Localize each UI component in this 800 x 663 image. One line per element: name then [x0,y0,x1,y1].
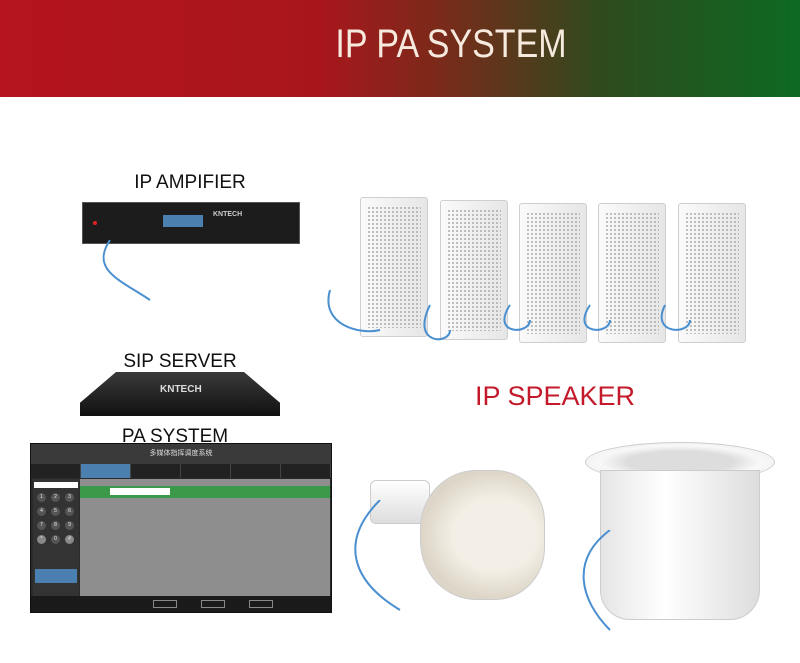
key-3: 3 [65,493,74,502]
dial-pad: 1 2 3 4 5 6 7 8 9 * 0 # [33,479,79,596]
sip-server-image: KNTECH [80,372,280,416]
screen-main [80,479,330,596]
key-5: 5 [51,507,60,516]
amplifier-label: IP AMPIFIER [134,172,246,193]
key-0: 0 [51,535,60,544]
key-2: 2 [51,493,60,502]
screen-title: 多媒体指挥调度系统 [149,450,213,457]
ceiling-cable [582,530,611,631]
column-speaker-1 [360,197,428,337]
key-7: 7 [37,521,46,530]
sip-server-label: SIP SERVER [123,351,237,372]
screen-tabs [31,464,331,478]
horn-speaker-image [420,470,545,600]
ceiling-speaker-can [600,470,760,620]
column-speaker-5 [678,203,746,343]
column-speaker-4 [598,203,666,343]
horn-cable [354,500,401,611]
key-8: 8 [51,521,60,530]
key-9: 9 [65,521,74,530]
column-speaker-2 [440,200,508,340]
pa-system-label: PA SYSTEM [121,426,229,447]
column-speaker-3 [519,203,587,343]
key-1: 1 [37,493,46,502]
banner-title: IP PA SYSTEM [335,22,567,66]
ip-speaker-label: IP SPEAKER [474,381,636,411]
amplifier-cable [102,240,151,301]
key-4: 4 [37,507,46,516]
server-brand: KNTECH [160,384,202,395]
ip-amplifier-image: KNTECH [82,202,300,244]
pa-system-screen: 多媒体指挥调度系统 1 2 3 4 5 6 7 8 9 * 0 # [30,443,332,613]
key-hash: # [65,535,74,544]
amplifier-brand: KNTECH [213,211,243,218]
user-panel [35,569,77,583]
header-banner: IP PA SYSTEM [0,0,800,97]
key-star: * [37,535,46,544]
speaker-cables [327,289,691,341]
key-6: 6 [65,507,74,516]
